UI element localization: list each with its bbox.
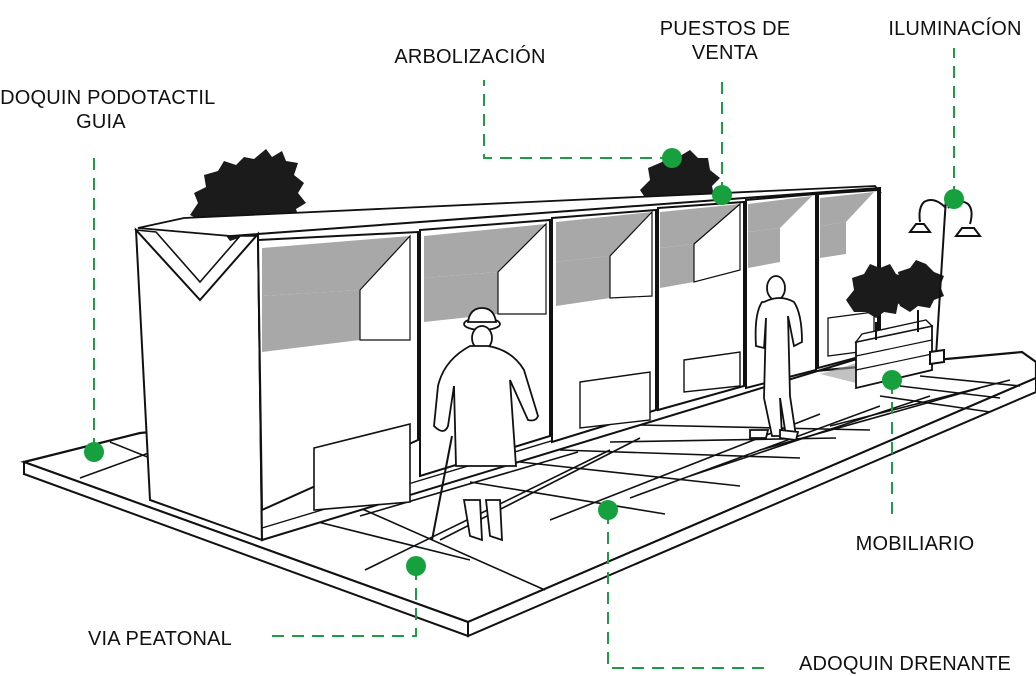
label-puestos-de-venta: PUESTOS DE VENTA xyxy=(630,17,820,65)
label-puestos-line2: VENTA xyxy=(691,42,759,64)
marker-arbolizacion xyxy=(662,148,682,168)
markers xyxy=(84,148,964,576)
marker-mobiliario xyxy=(882,370,902,390)
label-podotactil-line1: ADOQUIN PODOTACTIL xyxy=(0,87,216,109)
label-via-peatonal: VIA PEATONAL xyxy=(88,628,232,650)
street-lamp xyxy=(908,197,982,366)
label-podotactil-line2: GUIA xyxy=(76,111,126,133)
leader-adoquin-drenante xyxy=(607,512,770,669)
marker-adoquin-drenante xyxy=(598,500,618,520)
marker-puestos xyxy=(712,185,732,205)
marker-iluminacion xyxy=(944,189,964,209)
leader-arbolizacion xyxy=(483,80,672,159)
leader-lines xyxy=(93,48,955,669)
label-mobiliario: MOBILIARIO xyxy=(855,533,975,555)
pedestrian-young-man xyxy=(749,275,803,441)
marker-podotactil xyxy=(84,442,104,462)
marker-via-peatonal xyxy=(406,556,426,576)
kiosk-row xyxy=(133,185,882,542)
label-adoquin-podotactil: ADOQUIN PODOTACTIL GUIA xyxy=(0,86,216,134)
planter-bench xyxy=(820,260,944,390)
leader-via-peatonal xyxy=(272,568,417,637)
pedestrian-old-man xyxy=(431,307,539,542)
label-arbolizacion: ARBOLIZACIÓN xyxy=(394,46,546,68)
label-puestos-line1: PUESTOS DE xyxy=(659,18,791,40)
label-adoquin-drenante: ADOQUIN DRENANTE xyxy=(798,653,1012,675)
label-iluminacion: ILUMINACÍON xyxy=(888,18,1022,40)
